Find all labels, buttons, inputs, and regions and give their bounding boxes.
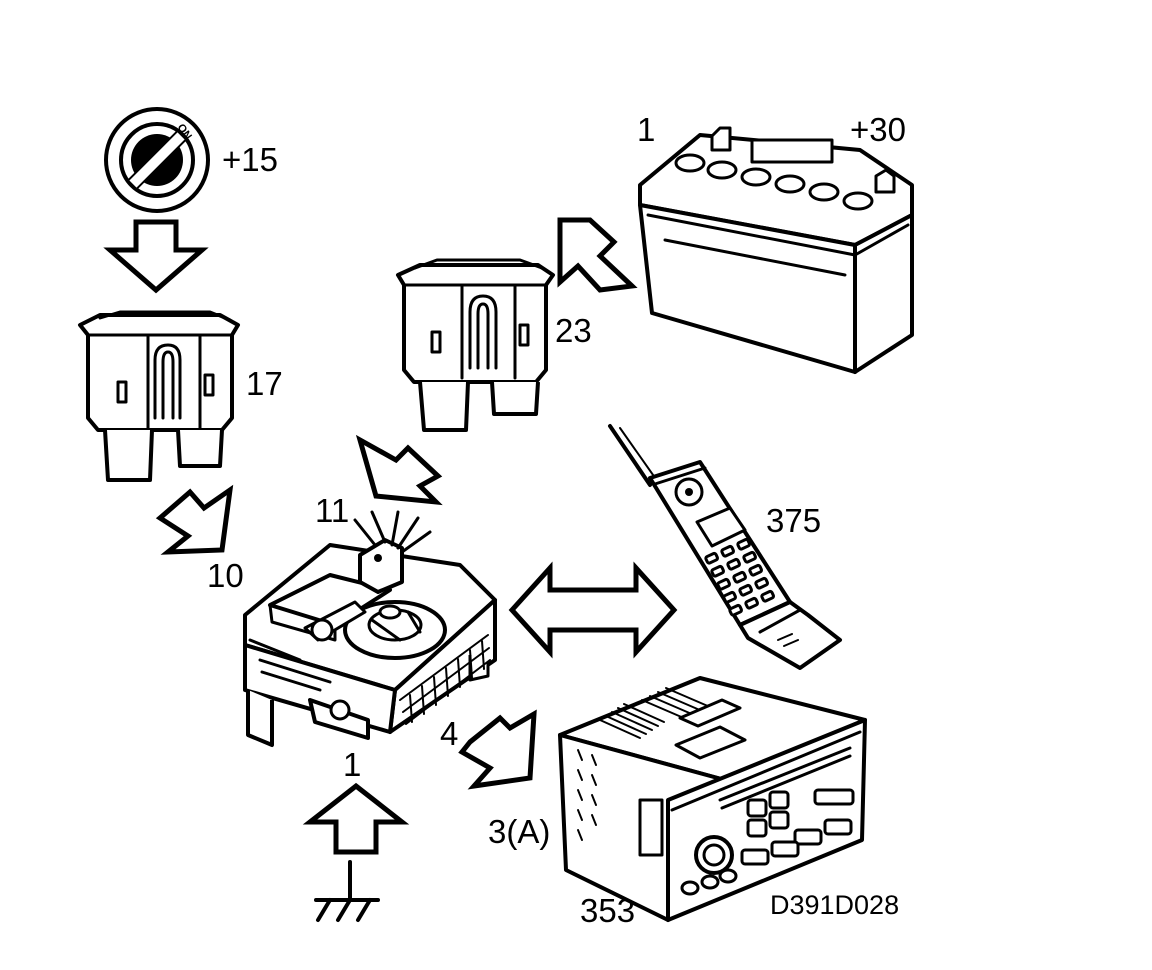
figure-code: D391D028: [770, 890, 899, 920]
ignition-terminal-label: +15: [222, 141, 278, 178]
arrow-diagonal-icon: [355, 434, 443, 506]
arrow-down-icon: [103, 219, 209, 294]
control-unit-icon: [243, 510, 497, 747]
radio-label: 353: [580, 892, 635, 929]
ignition-switch-icon: ON: [104, 107, 210, 213]
radio-connector-label: 3(A): [488, 813, 550, 850]
fuse-17-icon: [78, 310, 240, 482]
fuse-b-label: 23: [555, 312, 592, 349]
arrow-up-icon: [302, 782, 410, 855]
arrow-diagonal-icon: [458, 709, 537, 790]
fuse-23-icon: [396, 258, 555, 432]
pin-ignition-label: 10: [207, 557, 244, 594]
radio-icon: [558, 676, 867, 922]
double-arrow-icon: [508, 561, 678, 659]
pin-radio-label: 4: [440, 715, 458, 752]
pin-ground-label: 1: [343, 746, 361, 783]
pin-battery-label: 11: [315, 492, 349, 529]
battery-terminal-label: +30: [850, 111, 906, 148]
phone-label: 375: [766, 502, 821, 539]
arrow-diagonal-icon: [557, 217, 638, 293]
ground-icon: [314, 860, 380, 922]
arrow-diagonal-icon: [155, 484, 234, 555]
battery-icon: [638, 126, 914, 374]
fuse-a-label: 17: [246, 365, 283, 402]
battery-ref-label: 1: [637, 111, 655, 148]
phone-icon: [608, 424, 842, 670]
